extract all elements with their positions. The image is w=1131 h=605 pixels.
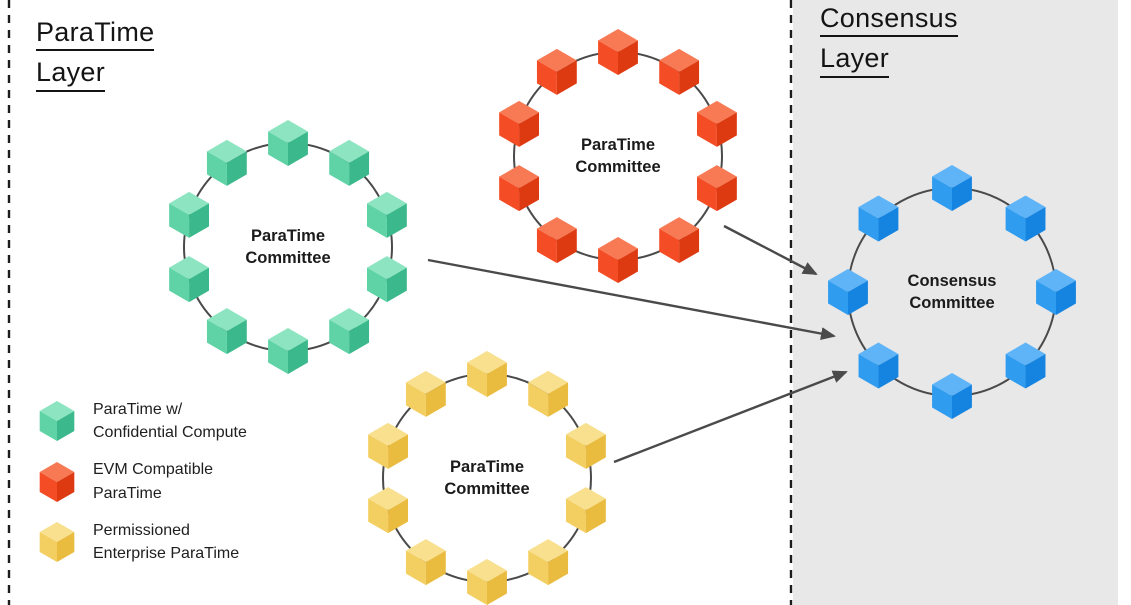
arrow-to-consensus-0 [427,258,836,340]
legend-item-enterprise-paratime: Permissioned Enterprise ParaTime [36,519,247,565]
legend-item-evm-paratime: EVM Compatible ParaTime [36,458,247,504]
consensus-layer-title-line1: Consensus [820,4,958,38]
paratime-evm-label-line2: Committee [575,158,660,176]
paratime-enterprise-label-line1: ParaTime [450,458,524,476]
consensus-label-line1: Consensus [908,272,997,290]
legend-label-evm: EVM Compatible ParaTime [93,461,214,502]
paratime-layer-title-line1: ParaTime [36,18,155,52]
consensus-label-line2: Committee [909,294,994,312]
red-cube-icon [36,459,78,505]
legend-label-enterprise: Permissioned Enterprise ParaTime [93,521,240,562]
legend-label-confidential: ParaTime w/ Confidential Compute [93,401,247,442]
paratime-confidential-label-line1: ParaTime [251,227,325,245]
arrow-to-consensus-1 [723,224,818,276]
paratime-layer-title: ParaTime Layer [36,18,155,92]
green-cube-icon [36,398,78,444]
yellow-cube-icon [36,519,78,565]
consensus-layer-title-line2: Layer [820,44,890,78]
paratime-evm-label-line1: ParaTime [581,136,655,154]
paratime-enterprise-label-line2: Committee [444,480,529,498]
arrow-to-consensus-2 [613,370,848,464]
paratime-layer-title-line2: Layer [36,58,106,92]
paratime-confidential-label-line2: Committee [245,249,330,267]
legend-item-confidential-paratime: ParaTime w/ Confidential Compute [36,398,247,444]
consensus-layer-title: Consensus Layer [820,4,958,78]
legend: ParaTime w/ Confidential Compute EVM Com… [36,398,247,565]
